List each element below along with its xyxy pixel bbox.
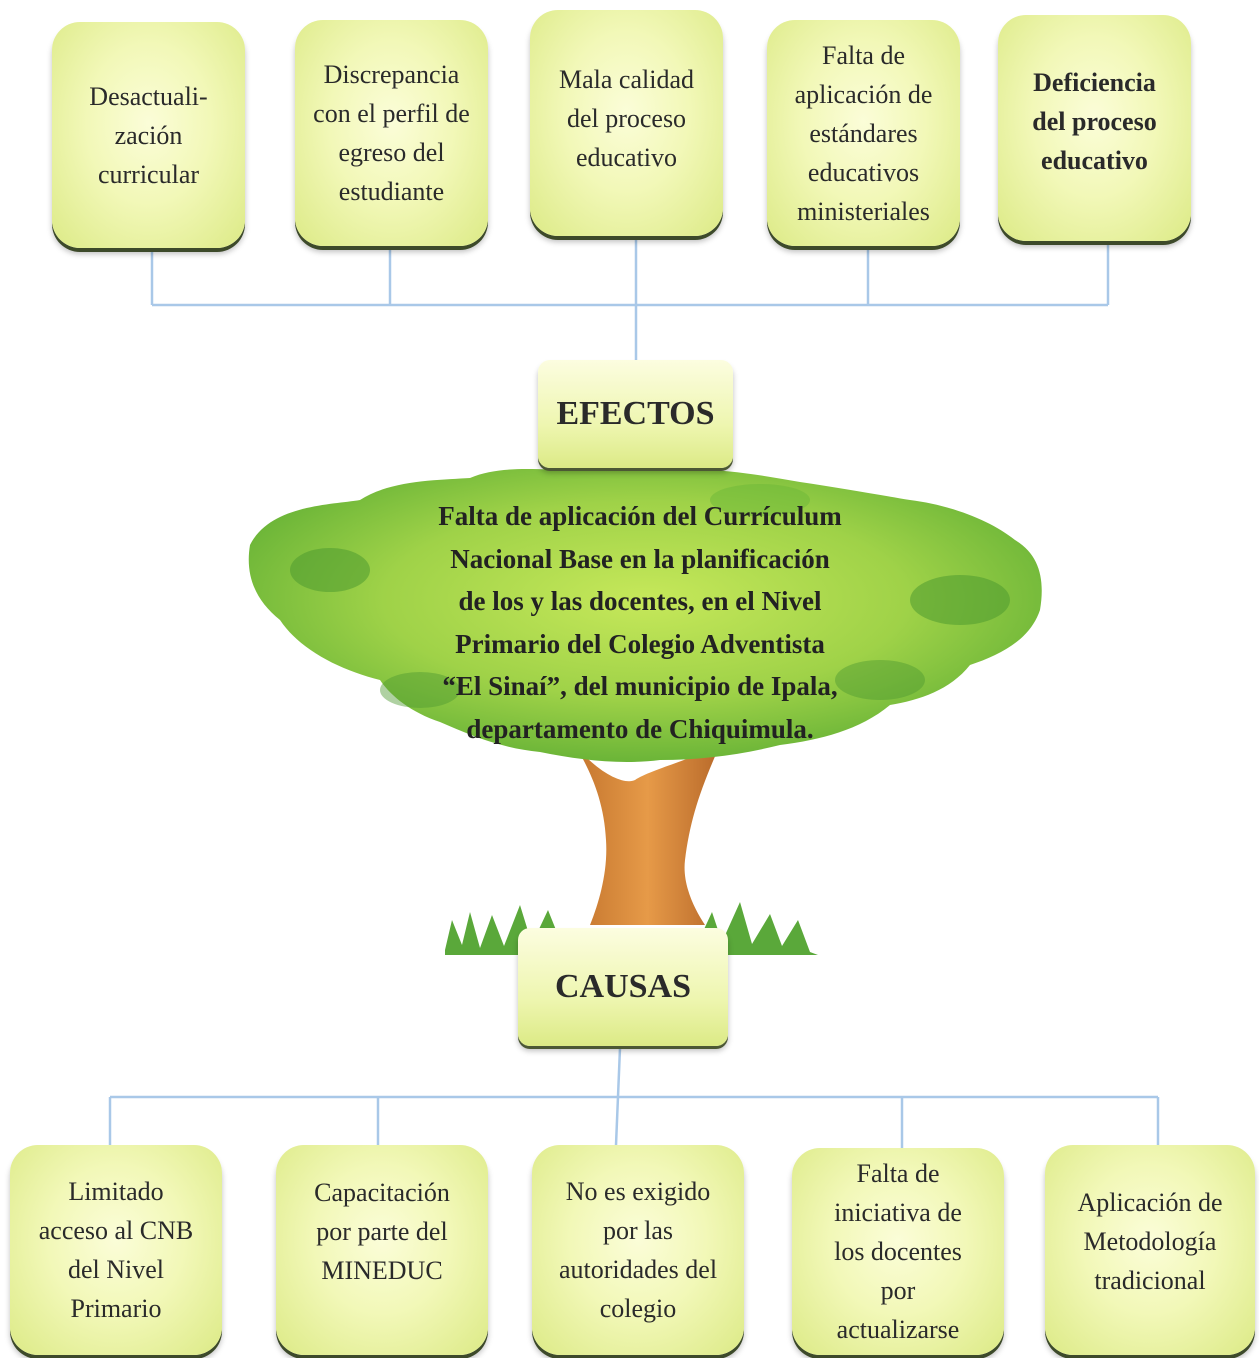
cause-2-line: MINEDUC	[321, 1256, 443, 1285]
effect-5-line: educativo	[1041, 146, 1148, 175]
effect-4-line: estándares	[809, 118, 918, 148]
cause-5-line: Aplicación de	[1077, 1188, 1223, 1217]
effect-box-5: Deficiencia del proceso educativo	[998, 15, 1191, 241]
effect-3-line: del proceso	[566, 104, 687, 133]
cause-1-line: del Nivel	[67, 1255, 164, 1284]
effect-box-3: Mala calidad del proceso educativo	[530, 10, 723, 236]
effect-5-line: del proceso	[1032, 107, 1157, 136]
cause-4-line: actualizarse	[836, 1315, 960, 1344]
cause-4-line: Falta de	[856, 1159, 940, 1188]
cause-4-line: por	[880, 1276, 916, 1305]
cause-3-line: autoridades del	[558, 1255, 718, 1284]
effect-1-line: curricular	[97, 159, 200, 189]
cause-box-5: Aplicación de Metodología tradicional	[1045, 1145, 1255, 1355]
causes-heading-text: CAUSAS	[554, 968, 692, 1005]
effect-1-line: Desactuali-	[89, 81, 208, 111]
problem-line: Falta de aplicación del Currículum	[438, 501, 842, 531]
effect-box-4: Falta de aplicación de estándares educativo…	[767, 20, 960, 246]
problem-line: departamento de Chiquimula.	[466, 713, 814, 744]
effect-4-line: Falta de	[821, 40, 906, 70]
effect-2-line: estudiante	[338, 177, 445, 206]
effect-2-line: con el perfil de	[313, 99, 470, 128]
effect-4-line: educativos	[807, 157, 920, 187]
effect-2-line: Discrepancia	[323, 60, 460, 89]
effect-4-line: aplicación de	[794, 79, 933, 109]
cause-5-line: Metodología	[1083, 1227, 1217, 1256]
cause-box-4: Falta de iniciativa de los docentes por actu…	[792, 1148, 1004, 1355]
cause-3-line: No es exigido	[565, 1177, 711, 1206]
cause-2-line: por parte del	[316, 1217, 448, 1246]
effect-3-line: Mala calidad	[559, 65, 694, 94]
effect-2-line: egreso del	[338, 138, 445, 167]
cause-3-line: por las	[602, 1216, 674, 1245]
cause-3-line: colegio	[599, 1294, 677, 1323]
problem-line: de los y las docentes, en el Nivel	[458, 586, 822, 616]
trunk-shape	[575, 745, 720, 925]
cause-1-line: Limitado	[68, 1177, 164, 1206]
cause-box-3: No es exigido por las autoridades del coleg…	[532, 1145, 744, 1355]
cause-2-line: Capacitación	[314, 1178, 450, 1207]
cause-4-line: los docentes	[834, 1237, 962, 1266]
problem-line: Primario del Colegio Adventista	[455, 628, 825, 659]
effect-box-2: Discrepancia con el perfil de egreso del es…	[295, 20, 488, 246]
cause-4-line: iniciativa de	[834, 1198, 962, 1227]
cause-1-line: acceso al CNB	[38, 1216, 194, 1245]
problem-line: Nacional Base en la planificación	[450, 543, 830, 574]
cause-5-line: tradicional	[1094, 1266, 1206, 1295]
cause-1-line: Primario	[70, 1294, 162, 1323]
problem-statement: Falta de aplicación del Currículum Nacio…	[380, 495, 900, 750]
effects-heading-text: EFECTOS	[556, 395, 715, 432]
effect-3-line: educativo	[575, 143, 678, 172]
problem-line: “El Sinaí”, del municipio de Ipala,	[442, 671, 838, 701]
effect-5-line: Deficiencia	[1033, 68, 1156, 97]
causes-heading: CAUSAS	[518, 928, 728, 1046]
effect-4-line: ministeriales	[797, 196, 930, 226]
canopy-shape	[248, 466, 1042, 763]
effect-box-1: Desactuali-zación curricular	[52, 22, 245, 248]
effect-1-line: zación	[114, 120, 183, 150]
effects-heading: EFECTOS	[538, 360, 733, 468]
